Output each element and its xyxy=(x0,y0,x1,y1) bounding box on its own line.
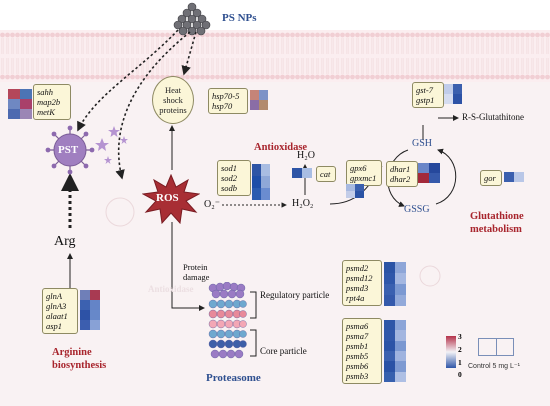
heatmap-gpx xyxy=(346,184,364,198)
pst-label: PST xyxy=(58,144,79,156)
gene-box-psma: psma6 psma7 psmb1 psmb5 psmb6 psmb3 xyxy=(342,318,382,384)
legend-tick-0: 0 xyxy=(458,370,462,379)
legend-colorbar xyxy=(446,336,456,368)
regulatory-particle-label: Regulatory particle xyxy=(260,290,330,300)
gene-sodb: sodb xyxy=(221,183,238,193)
gene-box-pst: sahh map2b metK xyxy=(33,84,71,120)
pst-icon xyxy=(45,125,128,175)
gssg-label: GSSG xyxy=(404,204,430,215)
heatmap-cat xyxy=(292,168,312,178)
legend-tick-1: 1 xyxy=(458,358,462,367)
gene-box-gst: gst-7 gstp1 xyxy=(412,82,444,108)
gene-box-arg: glnA glnA3 alaat1 asp1 xyxy=(42,288,78,334)
gene-gst-7: gst-7 xyxy=(416,85,433,95)
superoxide-label: O₂⁻ xyxy=(204,199,220,210)
heatmap-psmd xyxy=(384,262,406,306)
arginine-biosynthesis-title: Arginine biosynthesis xyxy=(52,347,107,371)
legend-tick-3: 3 xyxy=(458,332,462,341)
proteasome-icon xyxy=(208,282,247,359)
gene-box-sod: sod1 sod2 sodb xyxy=(217,160,251,196)
heatmap-arg xyxy=(80,290,100,330)
gene-box-hsp: hsp70-5 hsp70 xyxy=(208,88,248,114)
gene-psma7: psma7 xyxy=(346,331,369,341)
ros-label: ROS xyxy=(156,192,179,204)
core-particle-label: Core particle xyxy=(260,346,307,356)
gene-gstp1: gstp1 xyxy=(416,95,435,105)
gene-psmb6: psmb6 xyxy=(346,361,369,371)
gene-hsp70-5: hsp70-5 xyxy=(212,91,240,101)
ps-nps-title: PS NPs xyxy=(222,12,257,24)
arg-label: Arg xyxy=(54,234,76,249)
gene-box-dhar: dhar1 dhar2 xyxy=(386,161,418,187)
gene-map2b: map2b xyxy=(37,97,61,107)
gene-dhar2: dhar2 xyxy=(390,174,411,184)
gene-gor: gor xyxy=(484,173,496,183)
ros-burst-icon xyxy=(142,174,200,224)
gene-glna3: glnA3 xyxy=(46,301,67,311)
heatmap-gst xyxy=(444,84,462,104)
legend-label: Control 5 mg L⁻¹ xyxy=(468,363,520,370)
protein-damage-label: Protein damage xyxy=(183,262,210,282)
ghost-antioxidase-text: Antioxidase xyxy=(148,284,194,294)
gene-box-gor: gor xyxy=(480,170,502,186)
gene-box-cat: cat xyxy=(316,166,336,182)
gene-psmd2: psmd2 xyxy=(346,263,369,273)
heatmap-sod xyxy=(252,164,270,200)
gene-psmb1: psmb1 xyxy=(346,341,369,351)
gene-rpt4a: rpt4a xyxy=(346,293,365,303)
glutathione-metabolism-title: Glutathione metabolism xyxy=(470,211,524,235)
gene-psmb3: psmb3 xyxy=(346,371,369,381)
gene-psmb5: psmb5 xyxy=(346,351,369,361)
heatmap-dhar xyxy=(418,163,440,183)
gene-gpx6: gpx6 xyxy=(350,163,367,173)
gene-asp1: asp1 xyxy=(46,321,63,331)
heatmap-psma xyxy=(384,320,406,382)
heatmap-hsp xyxy=(250,90,268,110)
gene-glna: glnA xyxy=(46,291,63,301)
h2o-label: H₂O xyxy=(297,150,315,161)
gene-sod1: sod1 xyxy=(221,163,238,173)
antioxidase-title: Antioxidase xyxy=(254,142,308,153)
gene-psmd12: psmd12 xyxy=(346,273,373,283)
gene-metk: metK xyxy=(37,107,55,117)
gene-sahh: sahh xyxy=(37,87,54,97)
h2o2-label: H₂O₂ xyxy=(292,198,314,209)
legend-tick-2: 2 xyxy=(458,345,462,354)
gene-dhar1: dhar1 xyxy=(390,164,411,174)
legend-sample-box xyxy=(478,338,514,356)
gene-gpxmc1: gpxmc1 xyxy=(350,173,377,183)
proteasome-title: Proteasome xyxy=(206,372,261,384)
cell-membrane xyxy=(0,30,550,82)
gene-psma6: psma6 xyxy=(346,321,369,331)
gene-sod2: sod2 xyxy=(221,173,238,183)
gene-cat: cat xyxy=(320,169,331,179)
gene-box-psmd: psmd2 psmd12 psmd3 rpt4a xyxy=(342,260,382,306)
gene-psmd3: psmd3 xyxy=(346,283,369,293)
heatmap-gor xyxy=(504,172,524,182)
gene-hsp70: hsp70 xyxy=(212,101,233,111)
gene-box-gpx: gpx6 gpxmc1 xyxy=(346,160,382,186)
gsh-label: GSH xyxy=(412,138,433,149)
r-s-glutathione-label: R-S-Glutathitone xyxy=(462,112,524,122)
heat-shock-proteins-node: Heat shock proteins xyxy=(152,76,194,124)
heatmap-pst xyxy=(8,89,32,119)
ps-nps-particles-icon xyxy=(173,2,211,36)
gene-alaat1: alaat1 xyxy=(46,311,68,321)
